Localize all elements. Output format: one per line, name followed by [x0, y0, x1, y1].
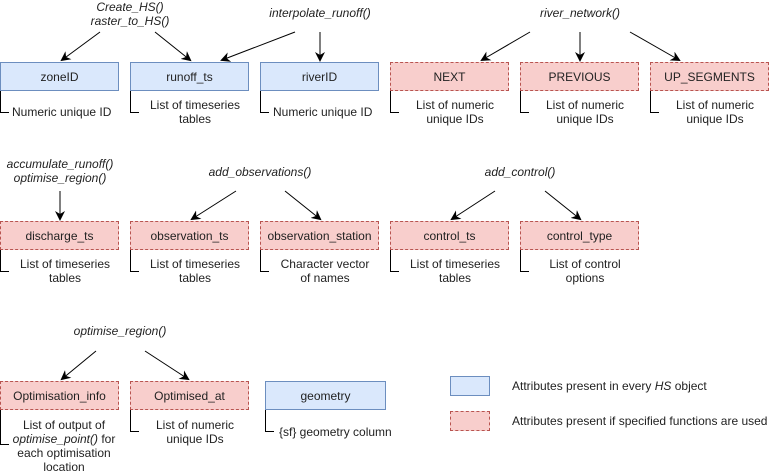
fn-interpolate-runoff: interpolate_runoff() — [269, 6, 371, 20]
attr-label: observation_ts — [150, 228, 229, 243]
attr-runoff-ts: runoff_ts — [130, 62, 249, 91]
attr-desc: List of output of optimise_point() for e… — [12, 418, 116, 474]
attr-zoneid: zoneID — [0, 62, 119, 91]
legend-label-always: Attributes present in every HS object — [512, 379, 707, 393]
arrow-river-to-next — [480, 31, 531, 62]
arrow-control-to-ts — [450, 190, 496, 221]
attr-optimisation-info: Optimisation_info — [0, 381, 119, 410]
bracket — [520, 91, 529, 113]
attr-label: Optimised_at — [154, 388, 225, 403]
attr-label: riverID — [301, 69, 338, 84]
arrow-obs-to-station — [284, 190, 322, 221]
arrow-interp-to-runoff — [220, 31, 296, 62]
arrow-opt-to-optimisedat — [144, 350, 190, 381]
attr-label: geometry — [300, 388, 351, 403]
attr-label: NEXT — [433, 69, 466, 84]
attr-next: NEXT — [390, 62, 509, 91]
attr-label: discharge_ts — [25, 228, 94, 243]
attr-desc: Numeric unique ID — [273, 105, 373, 119]
legend-swatch-always — [450, 376, 490, 396]
fn-create-hs-line1: Create_HS() — [96, 0, 164, 14]
fn-add-observations: add_observations() — [208, 165, 312, 179]
attr-control-ts: control_ts — [390, 221, 509, 250]
attr-discharge-ts: discharge_ts — [0, 221, 119, 250]
attr-label: zoneID — [40, 69, 79, 84]
fn-river-network: river_network() — [539, 6, 620, 20]
fn-add-control: add_control() — [484, 165, 556, 179]
arrow-opt-to-info — [60, 350, 97, 381]
attr-up-segments: UP_SEGMENTS — [650, 62, 769, 91]
attr-label: runoff_ts — [166, 69, 213, 84]
fn-optimise-region: optimise_region() — [73, 324, 167, 338]
legend-swatch-conditional — [450, 411, 490, 431]
arrow-create-to-runoff — [154, 31, 192, 62]
fn-create-hs-line2: raster_to_HS() — [90, 14, 170, 28]
attr-label: Optimisation_info — [13, 388, 106, 403]
bracket — [130, 250, 139, 272]
arrow-river-to-upsegments — [629, 31, 681, 61]
attr-label: control_type — [546, 228, 613, 243]
attr-desc: {sf} geometry column — [279, 425, 392, 439]
attr-label: PREVIOUS — [548, 69, 611, 84]
attr-desc: Numeric unique ID — [12, 105, 112, 119]
attr-geometry: geometry — [265, 381, 386, 410]
bracket — [390, 91, 399, 113]
fn-create-hs: Create_HS() raster_to_HS() — [75, 0, 185, 28]
fn-accumulate-line1: accumulate_runoff() — [6, 157, 114, 171]
bracket — [0, 91, 9, 113]
legend-label-conditional: Attributes present if specified function… — [512, 414, 768, 428]
attr-observation-ts: observation_ts — [130, 221, 249, 250]
arrow-control-to-type — [544, 190, 582, 221]
bracket — [520, 250, 529, 272]
arrow-obs-to-obsts — [190, 190, 237, 221]
bracket — [390, 250, 399, 272]
attr-label: observation_station — [267, 228, 372, 243]
fn-accumulate-runoff: accumulate_runoff() optimise_region() — [0, 157, 120, 185]
bracket — [265, 410, 274, 432]
attr-label: UP_SEGMENTS — [664, 69, 755, 84]
bracket — [650, 91, 659, 113]
attr-optimised-at: Optimised_at — [130, 381, 249, 410]
attr-previous: PREVIOUS — [520, 62, 639, 91]
bracket — [0, 250, 9, 272]
bracket — [130, 91, 139, 113]
attr-observation-station: observation_station — [260, 221, 379, 250]
bracket — [130, 410, 139, 432]
arrow-create-to-zoneid — [60, 31, 101, 62]
fn-accumulate-line2: optimise_region() — [13, 171, 107, 185]
bracket — [0, 410, 9, 445]
attr-riverid: riverID — [260, 62, 379, 91]
attr-label: control_ts — [423, 228, 476, 243]
bracket — [260, 91, 269, 113]
bracket — [260, 250, 269, 272]
attr-control-type: control_type — [520, 221, 639, 250]
